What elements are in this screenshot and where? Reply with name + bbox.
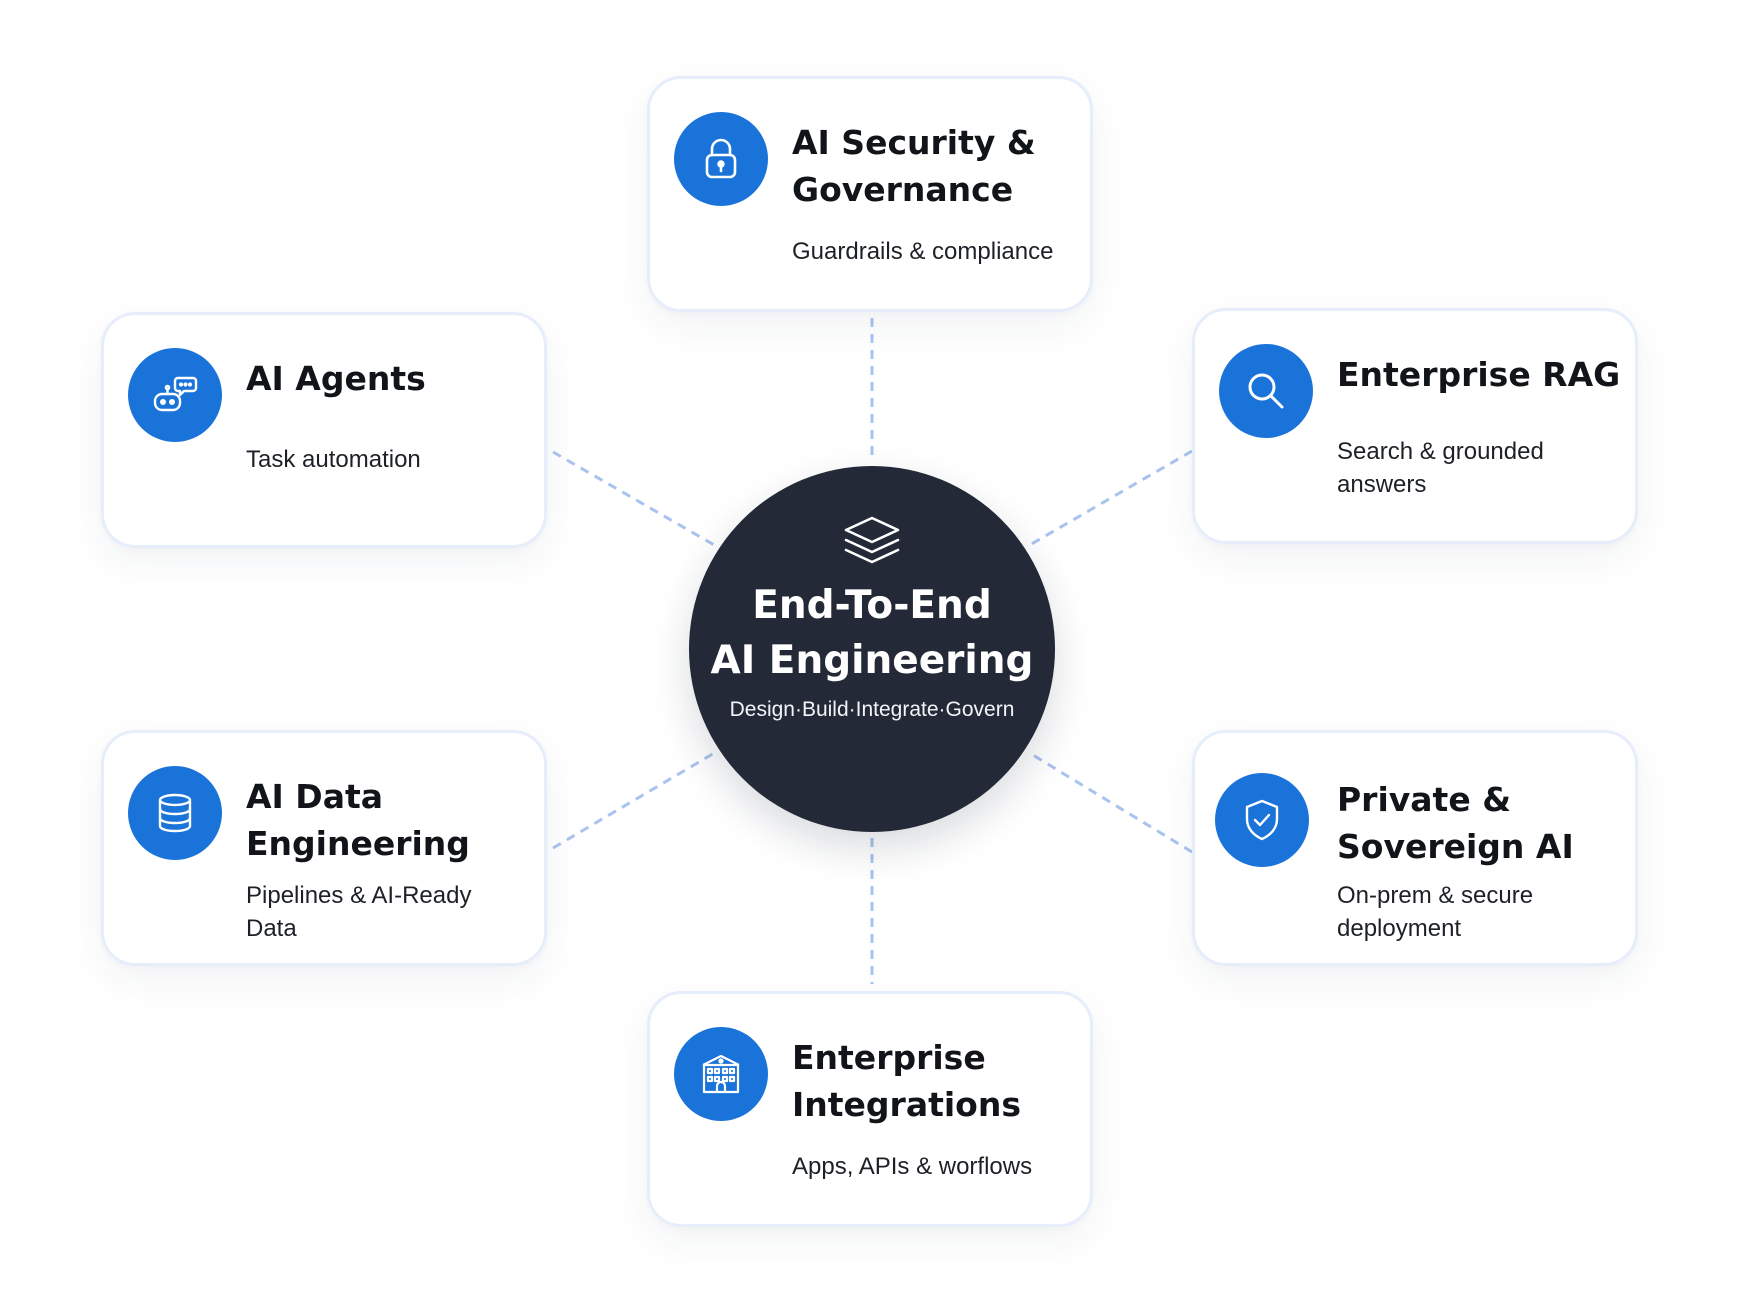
robot-chat-icon: [153, 376, 198, 412]
card-description: Apps, APIs & worflows: [792, 1153, 1033, 1180]
hub-title: End-To-End AI Engineering: [689, 578, 1055, 688]
card-title: AI Data Engineering: [246, 777, 470, 863]
icon-badge: [674, 1027, 768, 1121]
card-enterprise-integrations: Enterprise Integrations Apps, APIs & wor…: [647, 991, 1093, 1227]
card-private-sovereign-ai: Private & Sovereign AI On-prem & secure …: [1192, 730, 1638, 966]
card-title: AI Agents: [246, 359, 426, 398]
card-ai-agents: AI Agents Task automation: [101, 312, 547, 548]
connector-rag: [1027, 449, 1193, 548]
card-description: Task automation: [246, 446, 421, 473]
lock-icon: [705, 138, 737, 179]
card-title: AI Security & Governance: [792, 123, 1036, 209]
icon-badge: [128, 348, 222, 442]
card-description: Search & grounded answers: [1337, 438, 1544, 498]
connector-agents: [552, 450, 717, 548]
card-enterprise-rag: Enterprise RAG Search & grounded answers: [1192, 308, 1638, 544]
icon-badge: [674, 112, 768, 206]
card-ai-security-governance: AI Security & Governance Guardrails & co…: [647, 76, 1093, 312]
hub-subtitle: Design·Build·Integrate·Govern: [729, 698, 1015, 721]
card-title: Enterprise RAG: [1337, 355, 1621, 394]
database-icon: [158, 793, 192, 833]
connector-private: [1027, 750, 1193, 854]
hub-circle: End-To-End AI Engineering Design·Build·I…: [689, 466, 1055, 832]
card-title: Enterprise Integrations: [792, 1038, 1021, 1124]
icon-badge: [1219, 344, 1313, 438]
card-title: Private & Sovereign AI: [1337, 780, 1574, 866]
card-description: Pipelines & AI-Ready Data: [246, 882, 472, 942]
connector-data: [552, 750, 717, 850]
building-icon: [702, 1054, 740, 1094]
layers-icon: [844, 516, 900, 564]
icon-badge: [1215, 773, 1309, 867]
card-ai-data-engineering: AI Data Engineering Pipelines & AI-Ready…: [101, 730, 547, 966]
icon-badge: [128, 766, 222, 860]
hub-title-line1: End-To-End: [752, 583, 992, 628]
search-icon: [1248, 373, 1284, 409]
hub-title-line2: AI Engineering: [710, 638, 1034, 683]
card-description: Guardrails & compliance: [792, 238, 1054, 265]
shield-check-icon: [1245, 799, 1279, 841]
card-description: On-prem & secure deployment: [1337, 882, 1534, 942]
